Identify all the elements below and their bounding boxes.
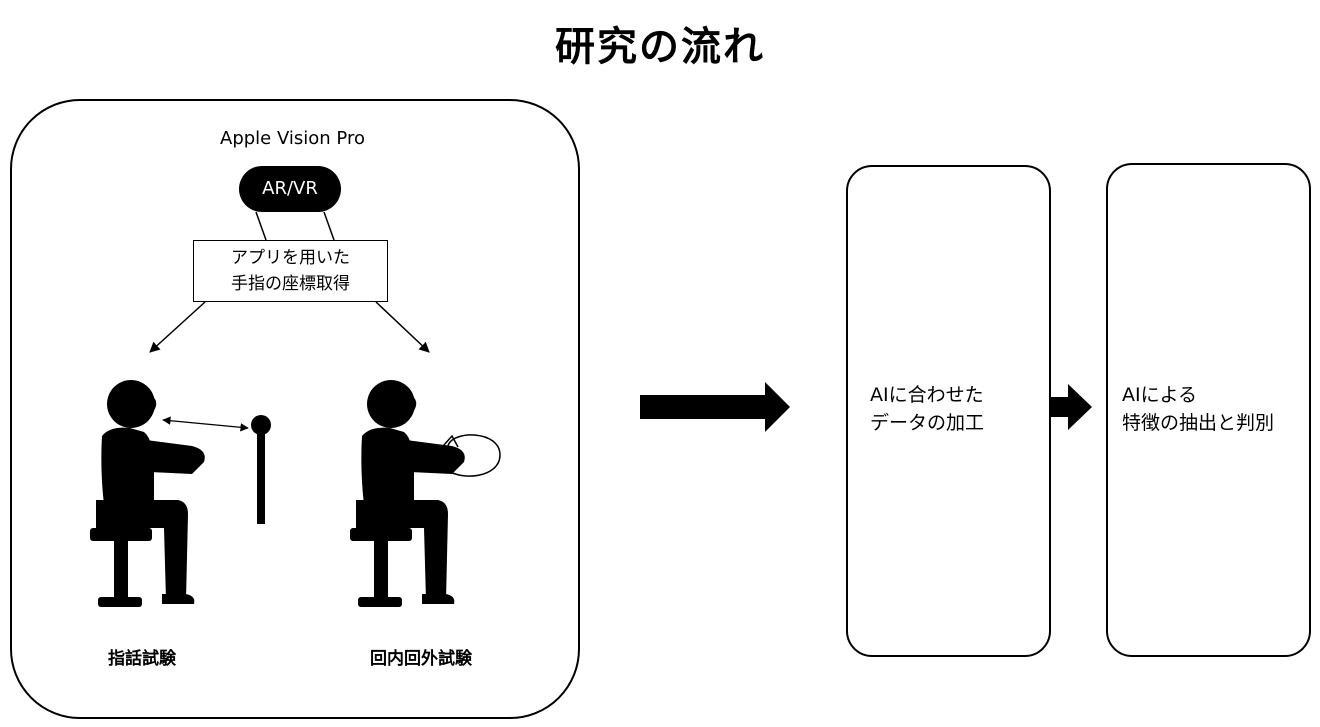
arrow-to-left-test	[149, 301, 206, 353]
step-2-line2: 特徴の抽出と判別	[1122, 412, 1275, 434]
step-1-text: AIに合わせた データの加工	[870, 381, 984, 437]
step-2-line1: AIによる	[1122, 384, 1198, 406]
test-label-left: 指話試験	[108, 649, 176, 669]
nose-finger-arrow	[162, 416, 249, 432]
step-1-line1: AIに合わせた	[870, 384, 984, 406]
app-coordinate-box: アプリを用いた 手指の座標取得	[193, 240, 388, 302]
headset-icon: AR/VR	[239, 166, 341, 212]
test-label-right: 回内回外試験	[370, 649, 472, 669]
seated-person-left-icon	[90, 380, 205, 607]
connector-right	[323, 211, 335, 241]
target-pole-icon	[251, 415, 271, 524]
diagram-title: 研究の流れ	[555, 24, 765, 70]
arrow-to-right-test	[375, 301, 430, 353]
seated-person-right-icon	[350, 380, 465, 607]
step-2-text: AIによる 特徴の抽出と判別	[1122, 381, 1274, 437]
device-name: Apple Vision Pro	[220, 128, 365, 149]
connector-left	[255, 211, 267, 241]
headset-badge-label: AR/VR	[262, 178, 318, 199]
app-box-line1: アプリを用いた	[231, 248, 350, 268]
step-arrow-icon	[1050, 384, 1092, 430]
main-flow-arrow-icon	[640, 382, 790, 432]
rotation-arrow-icon	[442, 434, 501, 477]
measurement-panel	[10, 99, 580, 719]
step-1-line2: データの加工	[870, 412, 985, 434]
step-box-data-processing	[846, 165, 1051, 657]
step-box-feature-extraction	[1106, 163, 1311, 657]
app-box-line2: 手指の座標取得	[231, 274, 350, 294]
